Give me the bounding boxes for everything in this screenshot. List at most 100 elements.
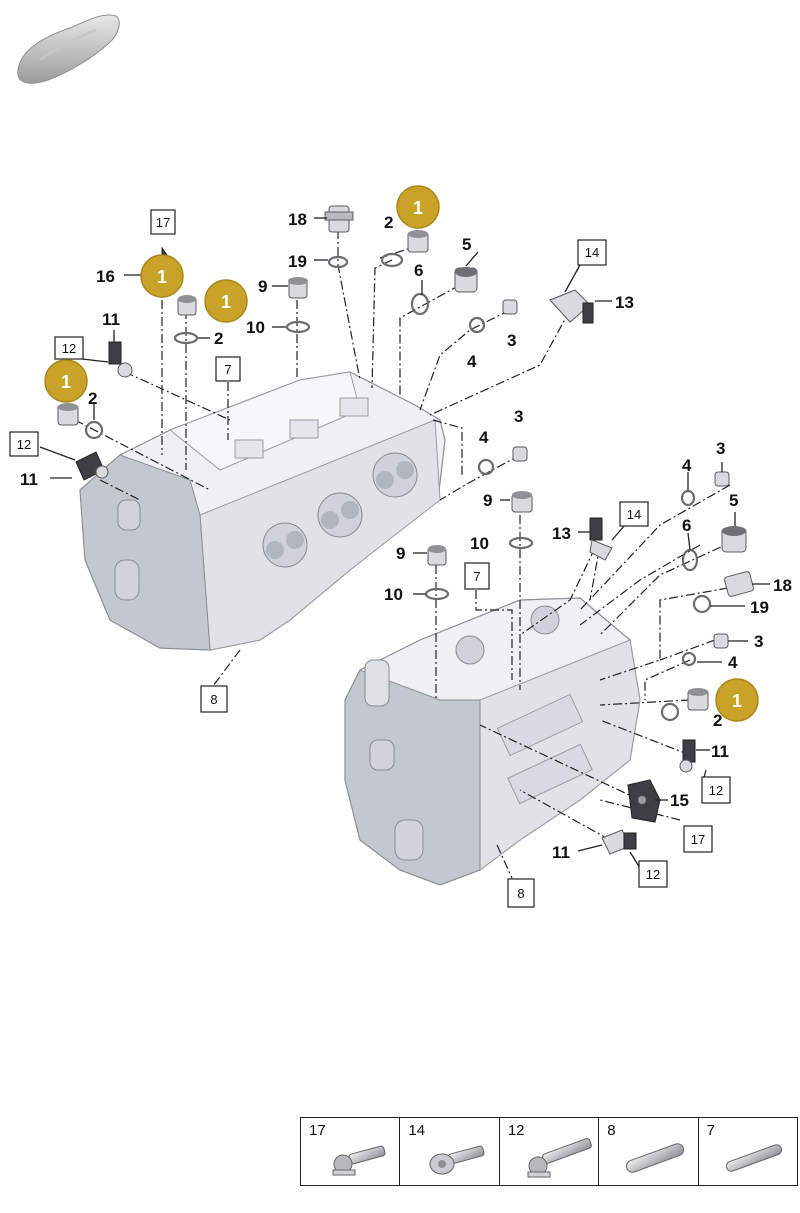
seal-ring-2-left-lower xyxy=(84,420,104,440)
sensor-11-left-top xyxy=(108,341,133,378)
seal-ring-19-right xyxy=(692,594,712,614)
legend-label: 8 xyxy=(607,1122,616,1139)
screw-plug-2-left xyxy=(177,295,197,316)
label-2-left-lower: 2 xyxy=(88,389,97,408)
short-pin-icon xyxy=(725,1144,782,1172)
screw-plug-9-right-top xyxy=(511,491,533,513)
sensor-11-right-bottom xyxy=(601,829,637,855)
label-10-right: 10 xyxy=(384,585,403,604)
label-3-right-top: 3 xyxy=(716,439,725,458)
svg-text:12: 12 xyxy=(62,341,76,356)
box-12-right-top: 12 xyxy=(701,776,731,804)
label-9-left: 9 xyxy=(258,277,267,296)
svg-text:17: 17 xyxy=(691,832,705,847)
seal-ring-4-left-top xyxy=(468,316,486,334)
box-14-left: 14 xyxy=(577,239,607,266)
seal-ring-6-right xyxy=(681,548,699,572)
svg-text:7: 7 xyxy=(473,569,480,584)
seal-ring-2-left xyxy=(173,331,199,345)
screw-plug-2-top xyxy=(407,230,429,253)
vehicle-silhouette-icon xyxy=(17,14,120,84)
label-4-left-top: 4 xyxy=(467,352,477,371)
box-12-left-bottom: 12 xyxy=(9,431,39,457)
bolt-3-left-mid xyxy=(512,446,528,462)
box-7-left: 7 xyxy=(215,356,241,382)
bolt-3-right-mid xyxy=(713,633,729,649)
screw-plug-2-left-lower xyxy=(57,403,79,426)
svg-text:8: 8 xyxy=(210,692,217,707)
cover-plate-15 xyxy=(627,779,661,823)
svg-text:14: 14 xyxy=(627,507,641,522)
label-2-right: 2 xyxy=(713,711,722,730)
svg-text:14: 14 xyxy=(585,245,599,260)
seal-ring-2-top xyxy=(380,252,404,268)
svg-text:1: 1 xyxy=(157,267,167,287)
legend-label: 17 xyxy=(309,1122,326,1139)
seal-ring-19-left xyxy=(327,255,349,269)
part-number-labels: 18 19 9 10 2 5 6 3 4 13 16 2 11 2 11 3 4… xyxy=(20,210,792,862)
label-11-left-top: 11 xyxy=(102,310,120,329)
label-16: 16 xyxy=(96,267,115,286)
label-18-left: 18 xyxy=(288,210,307,229)
box-12-right-bottom: 12 xyxy=(638,860,668,888)
seal-ring-6-left xyxy=(410,292,430,316)
bolt-3-right-top xyxy=(714,471,730,487)
legend-label: 14 xyxy=(408,1122,426,1139)
svg-text:1: 1 xyxy=(221,292,231,312)
sensor-13-left xyxy=(549,289,594,324)
svg-text:7: 7 xyxy=(224,362,231,377)
box-17-right: 17 xyxy=(683,825,713,853)
highlight-badges: 1 1 1 1 1 xyxy=(44,185,759,722)
oil-pressure-switch-18-right xyxy=(724,571,754,597)
label-5-right: 5 xyxy=(729,491,738,510)
flange-bolt-icon xyxy=(332,1145,386,1176)
sensor-11-left-bottom xyxy=(75,451,109,481)
box-17-left: 17 xyxy=(150,209,176,235)
seal-ring-2-right xyxy=(660,702,680,722)
label-13-left: 13 xyxy=(615,293,634,312)
screw-plug-9-right xyxy=(427,545,447,566)
box-7-right: 7 xyxy=(464,562,490,590)
legend-cell-12: 12 xyxy=(500,1118,600,1185)
screw-plug-9-left xyxy=(288,277,308,299)
box-12-left-top: 12 xyxy=(54,336,84,360)
badge-1-left-mid: 1 xyxy=(204,279,248,323)
label-11-right-bottom: 11 xyxy=(552,843,570,862)
bolt-3-left-top xyxy=(502,299,518,315)
badge-1-left: 1 xyxy=(140,254,184,298)
badge-1-top: 1 xyxy=(396,185,440,229)
svg-text:12: 12 xyxy=(709,783,723,798)
label-2-top: 2 xyxy=(384,213,393,232)
fastener-legend: 17 14 12 8 7 xyxy=(300,1117,798,1186)
label-15: 15 xyxy=(670,791,689,810)
torx-bolt-icon xyxy=(429,1145,485,1175)
seal-ring-10-left xyxy=(285,320,311,334)
label-2-left: 2 xyxy=(214,329,223,348)
seal-ring-4-right-mid xyxy=(681,651,697,667)
seal-ring-4-right-top xyxy=(680,489,696,507)
label-19-left: 19 xyxy=(288,252,307,271)
long-flange-bolt-icon xyxy=(527,1138,592,1178)
legend-cell-7: 7 xyxy=(699,1118,797,1185)
label-5-left: 5 xyxy=(462,235,471,254)
legend-label: 7 xyxy=(706,1122,715,1139)
label-4-right-top: 4 xyxy=(682,456,692,475)
svg-text:12: 12 xyxy=(17,437,31,452)
boxed-reference-labels: 17 14 7 12 12 8 14 7 xyxy=(9,209,731,908)
label-9-right: 9 xyxy=(396,544,405,563)
sensor-11-right-top xyxy=(679,739,696,773)
dowel-pin-icon xyxy=(626,1143,685,1173)
svg-text:1: 1 xyxy=(61,372,71,392)
cylinder-head-right xyxy=(344,597,641,886)
svg-text:8: 8 xyxy=(517,886,524,901)
screw-plug-5-left xyxy=(454,267,478,293)
label-10-left: 10 xyxy=(246,318,265,337)
legend-label: 12 xyxy=(507,1122,525,1139)
label-6-left: 6 xyxy=(414,261,423,280)
svg-text:17: 17 xyxy=(156,215,170,230)
label-13-right: 13 xyxy=(552,524,571,543)
svg-text:1: 1 xyxy=(413,198,423,218)
label-3-right-mid: 3 xyxy=(754,632,763,651)
label-6-right: 6 xyxy=(682,516,691,535)
screw-plug-2-right xyxy=(687,688,709,711)
